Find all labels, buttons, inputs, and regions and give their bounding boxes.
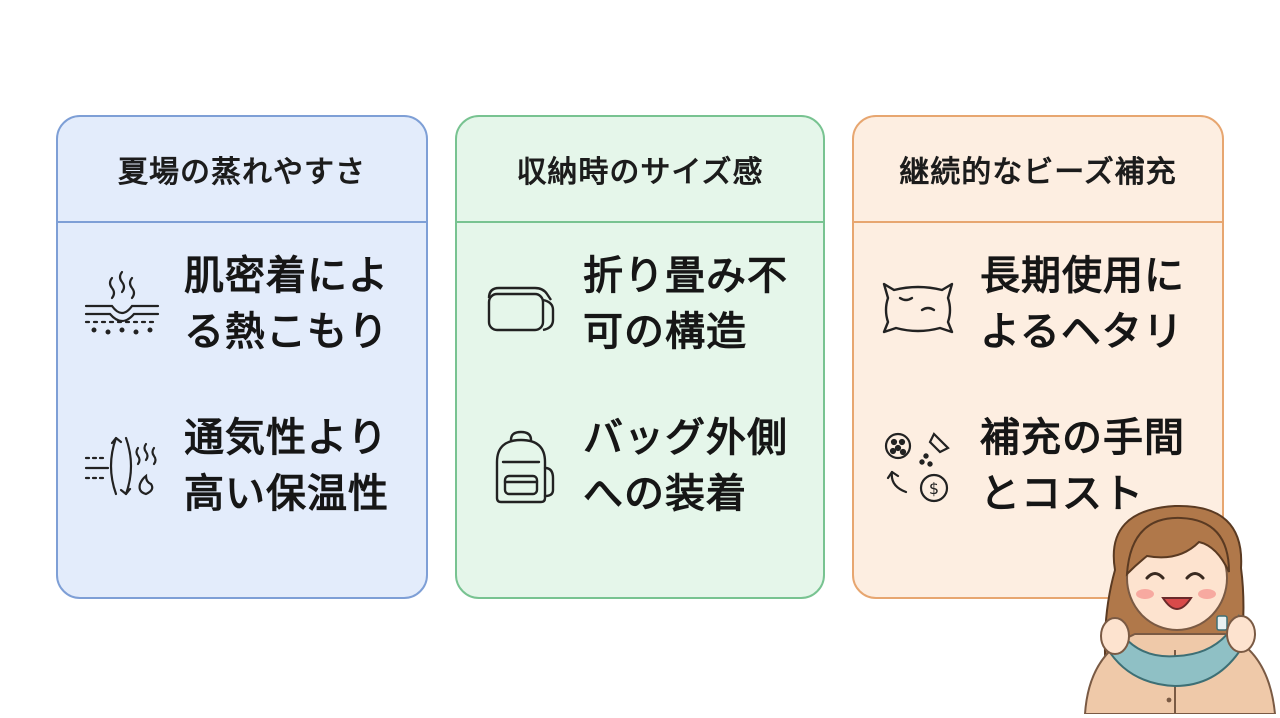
card-title: 収納時のサイズ感 xyxy=(457,117,823,223)
card-bead-refill: 継続的なビーズ補充 長期使用に よるヘタリ xyxy=(852,115,1224,599)
item-text-line2: とコスト xyxy=(980,471,1144,517)
skin-heat-icon xyxy=(82,264,162,344)
list-item: 通気性より 高い保温性 xyxy=(58,411,426,521)
item-text-line2: 高い保温性 xyxy=(184,471,389,517)
list-item: 長期使用に よるヘタリ xyxy=(854,249,1222,359)
card-summer-stuffiness: 夏場の蒸れやすさ 肌密着によ る熱こもり xyxy=(56,115,428,599)
list-item: バッグ外側 への装着 xyxy=(457,411,823,521)
list-item: 折り畳み不 可の構造 xyxy=(457,249,823,359)
item-text-line1: バッグ外側 xyxy=(583,415,788,461)
item-text-line1: 通気性より xyxy=(184,415,389,461)
card-storage-size: 収納時のサイズ感 折り畳み不 可の構造 バッグ外側 xyxy=(455,115,825,599)
list-item: $ 補充の手間 とコスト xyxy=(854,411,1222,521)
list-item: 肌密着によ る熱こもり xyxy=(58,249,426,359)
backpack-icon xyxy=(481,426,561,506)
item-text-line1: 折り畳み不 xyxy=(583,253,788,299)
item-text-line1: 肌密着によ xyxy=(184,253,389,299)
item-text-line2: への装着 xyxy=(583,471,747,517)
airflow-heat-icon xyxy=(82,426,162,506)
item-text-line2: 可の構造 xyxy=(583,309,747,355)
item-text-line1: 長期使用に xyxy=(980,253,1185,299)
item-text-line1: 補充の手間 xyxy=(980,415,1185,461)
flat-pillow-icon xyxy=(878,264,958,344)
svg-text:$: $ xyxy=(929,479,939,498)
card-title: 夏場の蒸れやすさ xyxy=(58,117,426,223)
item-text-line2: る熱こもり xyxy=(184,309,389,355)
character-illustration xyxy=(1075,500,1280,715)
beads-refill-cost-icon: $ xyxy=(878,426,958,506)
pillow-block-icon xyxy=(481,264,561,344)
item-text-line2: よるヘタリ xyxy=(980,309,1184,355)
card-title: 継続的なビーズ補充 xyxy=(854,117,1222,223)
